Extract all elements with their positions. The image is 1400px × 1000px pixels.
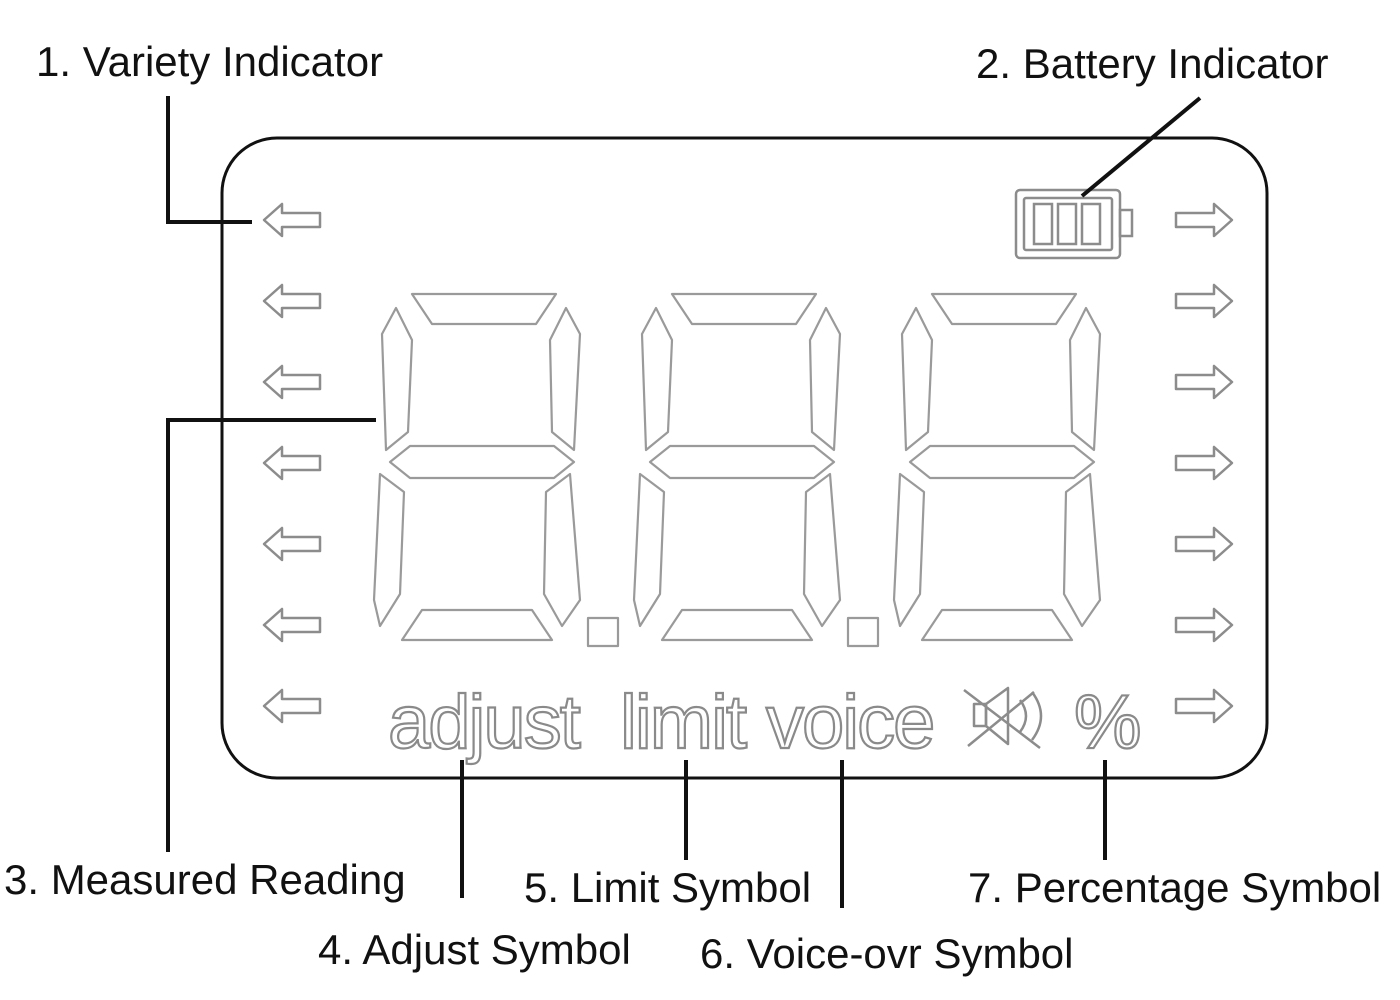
voice-symbol-label: 6. Voice-ovr Symbol	[700, 930, 1074, 977]
left-arrow-icon	[262, 445, 322, 481]
digit-segment	[640, 306, 674, 452]
digit-segment	[400, 608, 554, 642]
measured-reading-label: 3. Measured Reading	[4, 856, 406, 903]
seven-segment-digit	[632, 292, 842, 642]
right-arrow-icon	[1174, 688, 1234, 724]
left-arrow-icon	[262, 283, 322, 319]
battery-bar	[1032, 202, 1054, 246]
digit-segment	[802, 472, 842, 628]
decimal-point	[846, 616, 880, 648]
variety-leader-line	[166, 96, 252, 224]
measured-reading-digits	[372, 292, 1102, 642]
battery-bars	[1032, 202, 1102, 246]
right-arrow-icon	[1174, 607, 1234, 643]
digit-segment	[920, 608, 1074, 642]
measured-leader-line	[166, 418, 376, 852]
right-arrow-icon	[1174, 526, 1234, 562]
variety-indicator-arrows-right	[1174, 202, 1234, 724]
mute-speaker-icon	[963, 686, 1043, 749]
percentage-symbol: %	[1074, 680, 1140, 765]
digit-segment	[660, 608, 814, 642]
left-arrow-icon	[262, 526, 322, 562]
digit-segment	[930, 292, 1078, 326]
digit-segment	[410, 292, 558, 326]
digit-segment	[542, 472, 582, 628]
decimal-point	[586, 616, 620, 648]
percentage-symbol-label: 7. Percentage Symbol	[968, 864, 1381, 911]
digit-segment	[670, 292, 818, 326]
seven-segment-digit	[372, 292, 582, 642]
digit-segment	[900, 306, 934, 452]
left-arrow-icon	[262, 607, 322, 643]
variety-indicator-label: 1. Variety Indicator	[36, 38, 383, 85]
limit-symbol: limit	[620, 680, 747, 765]
right-arrow-icon	[1174, 364, 1234, 400]
digit-segment	[372, 472, 406, 628]
battery-icon	[1014, 188, 1134, 260]
adjust-symbol: adjust	[388, 680, 581, 765]
digit-segment	[632, 472, 666, 628]
seven-segment-digit	[892, 292, 1102, 642]
lcd-screen-outline	[220, 136, 1269, 780]
digit-segment	[892, 472, 926, 628]
battery-indicator-label: 2. Battery Indicator	[976, 40, 1329, 87]
battery-leader-line	[1080, 96, 1202, 198]
right-arrow-icon	[1174, 202, 1234, 238]
digit-segment	[548, 306, 582, 452]
battery-bar	[1080, 202, 1102, 246]
right-arrow-icon	[1174, 445, 1234, 481]
variety-indicator-arrows-left	[262, 202, 322, 724]
left-arrow-icon	[262, 688, 322, 724]
digit-segment	[380, 306, 414, 452]
left-arrow-icon	[262, 202, 322, 238]
limit-symbol-label: 5. Limit Symbol	[524, 864, 811, 911]
digit-segment	[648, 444, 836, 480]
digit-segment	[388, 444, 576, 480]
left-arrow-icon	[262, 364, 322, 400]
digit-segment	[908, 444, 1096, 480]
digit-segment	[1068, 306, 1102, 452]
battery-bar	[1056, 202, 1078, 246]
voice-symbol: voice	[766, 680, 933, 765]
digit-segment	[808, 306, 842, 452]
digit-segment	[1062, 472, 1102, 628]
right-arrow-icon	[1174, 283, 1234, 319]
adjust-symbol-label: 4. Adjust Symbol	[318, 926, 631, 973]
